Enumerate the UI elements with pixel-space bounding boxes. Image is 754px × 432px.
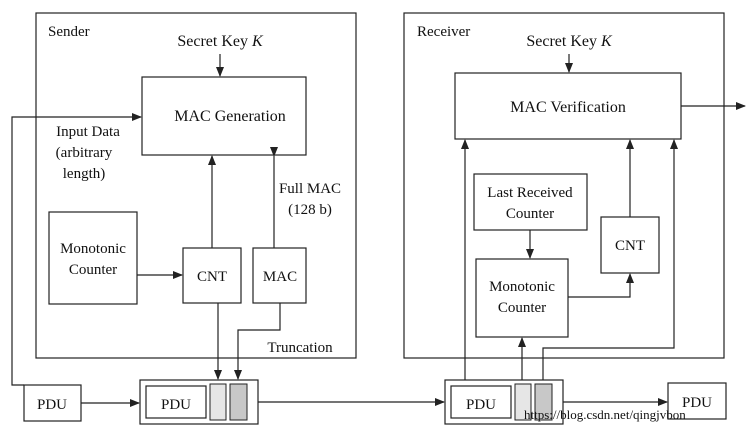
sender-cnt-box [182,247,242,304]
input-data-arrow [11,113,142,386]
received-pdu-label: PDU [466,397,496,413]
secured-pdu-label: PDU [161,397,191,413]
secured-pdu-cnt-field [209,383,227,421]
sender-title: Sender [48,24,90,40]
input-pdu-box [23,384,82,422]
sender-monotonic-counter-label-2: Counter [69,262,117,278]
mac-verification-box [454,72,682,140]
last-received-counter-box [473,173,588,231]
receiver-monotonic-counter-box [475,258,569,338]
last-received-counter-label-2: Counter [506,206,554,222]
input-data-label-2: (arbitrary [56,145,113,161]
full-mac-label-2: (128 b) [288,202,332,218]
sender-monotonic-counter-box [48,211,138,305]
sender-mac-box [252,247,307,304]
input-data-label-1: Input Data [56,124,120,140]
receiver-cnt-label: CNT [615,238,645,254]
sender-mac-label: MAC [263,269,297,285]
received-pdu-payload-box [450,385,512,419]
receiver-frame [403,12,725,359]
output-pdu-box [667,382,727,420]
sender-secret-key-label: Secret Key K [177,33,264,50]
receiver-monotonic-counter-label-2: Counter [498,300,546,316]
sender-monotonic-counter-label-1: Monotonic [60,241,126,257]
mac-generation-box [141,76,307,156]
watermark-text: https://blog.csdn.net/qingjvbon [524,407,686,422]
output-pdu-label: PDU [682,395,712,411]
receiver-secret-key-label: Secret Key K [526,33,613,50]
receiver-cnt-box [600,216,660,274]
full-mac-label-1: Full MAC [279,181,341,197]
pdu-mac-to-verification-arrow [542,139,678,381]
receiver-monotonic-counter-label-1: Monotonic [489,279,555,295]
received-pdu-mac-field [534,383,553,421]
monotonic-to-cnt-arrow [568,273,634,298]
mac-verification-label: MAC Verification [510,99,626,116]
received-pdu-cnt-field [514,383,532,421]
sender-cnt-label: CNT [197,269,227,285]
input-pdu-label: PDU [37,397,67,413]
sender-frame [35,12,357,359]
last-received-counter-label-1: Last Received [487,185,573,201]
input-data-label-3: length) [63,166,106,182]
secured-pdu-payload-box [145,385,207,419]
truncated-mac-to-pdu-field-arrow [234,303,281,380]
mac-generation-label: MAC Generation [174,108,286,125]
receiver-title: Receiver [417,24,470,40]
secured-pdu-mac-field [229,383,248,421]
truncation-label: Truncation [267,340,333,356]
